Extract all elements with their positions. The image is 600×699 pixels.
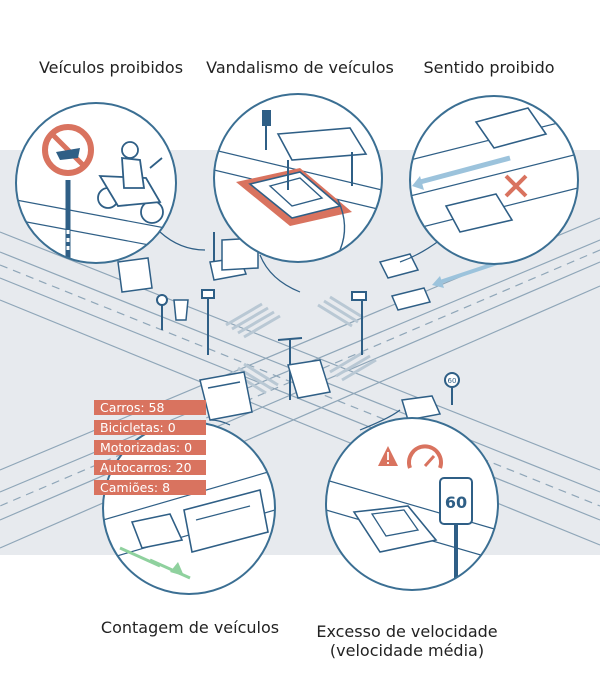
label-wrong-way: Sentido proibido [423, 58, 555, 77]
count-trucks: Camiões: 8 [94, 480, 206, 495]
label-speeding-line1: Excesso de velocidade [316, 622, 498, 641]
speedometer-icon [407, 444, 443, 469]
label-vehicle-vandalism: Vandalismo de veículos [206, 58, 394, 77]
traffic-poles [156, 232, 460, 405]
circle-vehicle-vandalism [213, 93, 383, 263]
label-speeding-line2: (velocidade média) [329, 641, 485, 660]
label-prohibited-vehicles: Veículos proibidos [38, 58, 184, 77]
vehicle-count-panel: Carros: 58 Bicicletas: 0 Motorizadas: 0 … [94, 400, 206, 500]
circle-wrong-way [409, 95, 579, 265]
count-buses: Autocarros: 20 [94, 460, 206, 475]
count-motorcycles: Motorizadas: 0 [94, 440, 206, 455]
circle-speeding [325, 417, 499, 591]
road-vehicles [117, 237, 442, 421]
direction-arrow-head [432, 276, 444, 288]
small-speed-sign-text: 60 [448, 377, 457, 385]
direction-arrow [439, 260, 501, 284]
circle-prohibited-vehicles [15, 102, 177, 264]
crosswalks [225, 295, 377, 395]
label-vehicle-counting: Contagem de veículos [100, 618, 280, 637]
speed-sign-text: 60 [445, 493, 467, 512]
count-cars: Carros: 58 [94, 400, 206, 415]
count-bicycles: Bicicletas: 0 [94, 420, 206, 435]
